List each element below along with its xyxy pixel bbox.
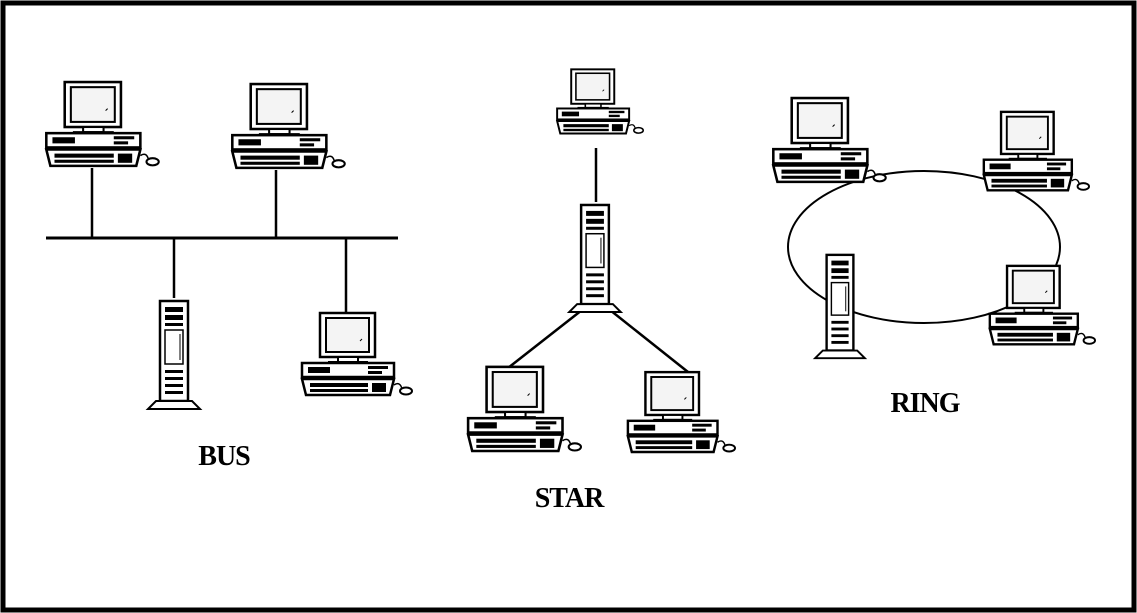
- bus-label: BUS: [198, 441, 250, 472]
- ring-label: RING: [890, 388, 960, 419]
- star-label: STAR: [535, 483, 605, 514]
